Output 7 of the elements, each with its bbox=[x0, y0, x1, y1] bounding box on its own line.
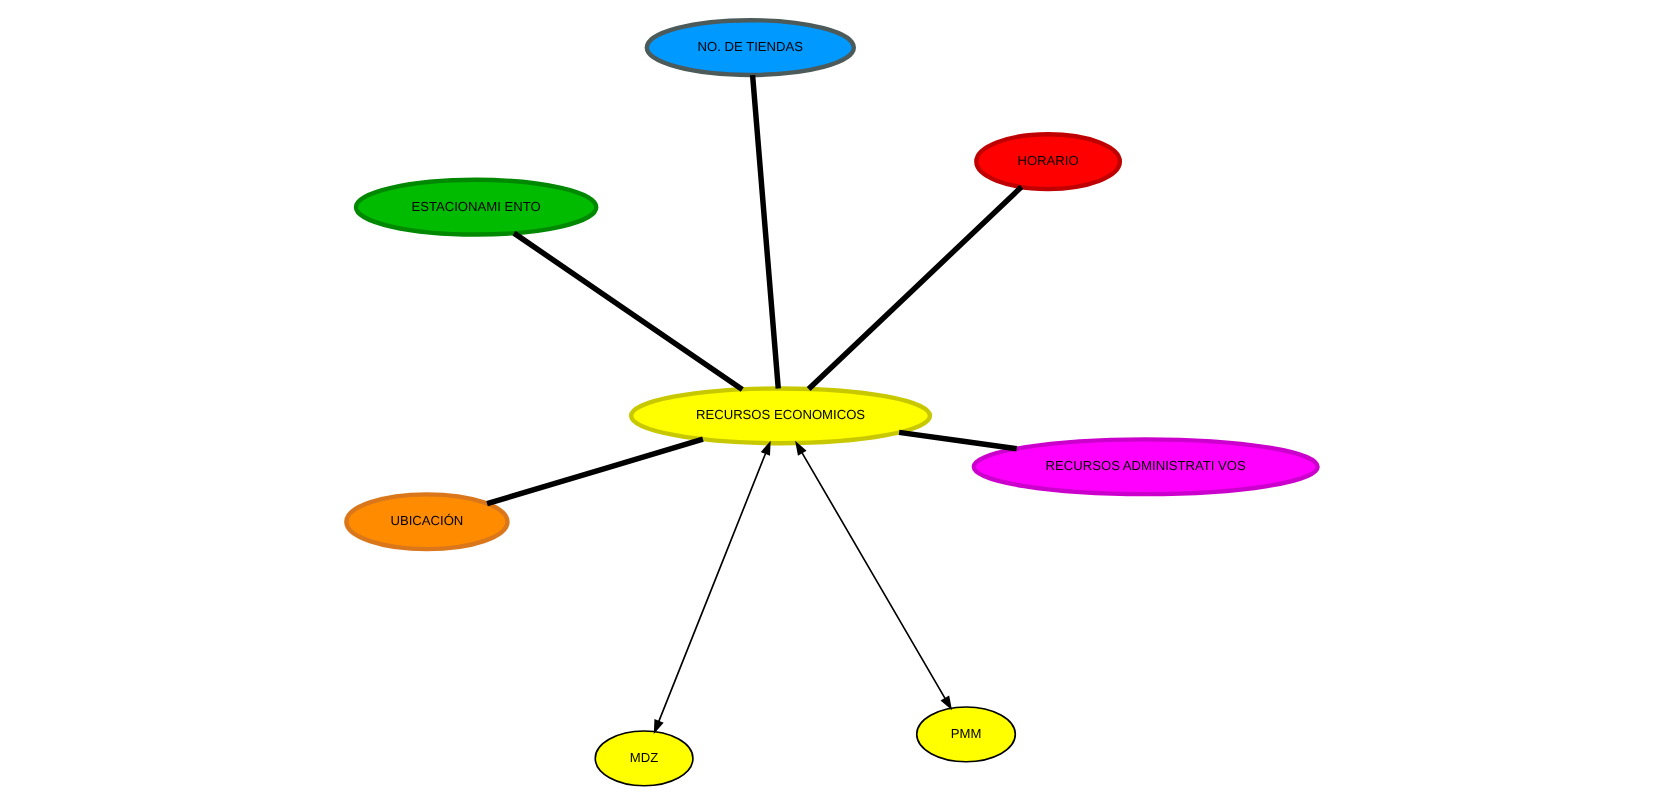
connector bbox=[898, 429, 1018, 452]
connector bbox=[806, 184, 1024, 392]
arrow bbox=[795, 440, 952, 711]
connector bbox=[486, 436, 704, 507]
connector bbox=[749, 74, 781, 389]
connector bbox=[512, 230, 744, 392]
arrow bbox=[653, 440, 771, 734]
